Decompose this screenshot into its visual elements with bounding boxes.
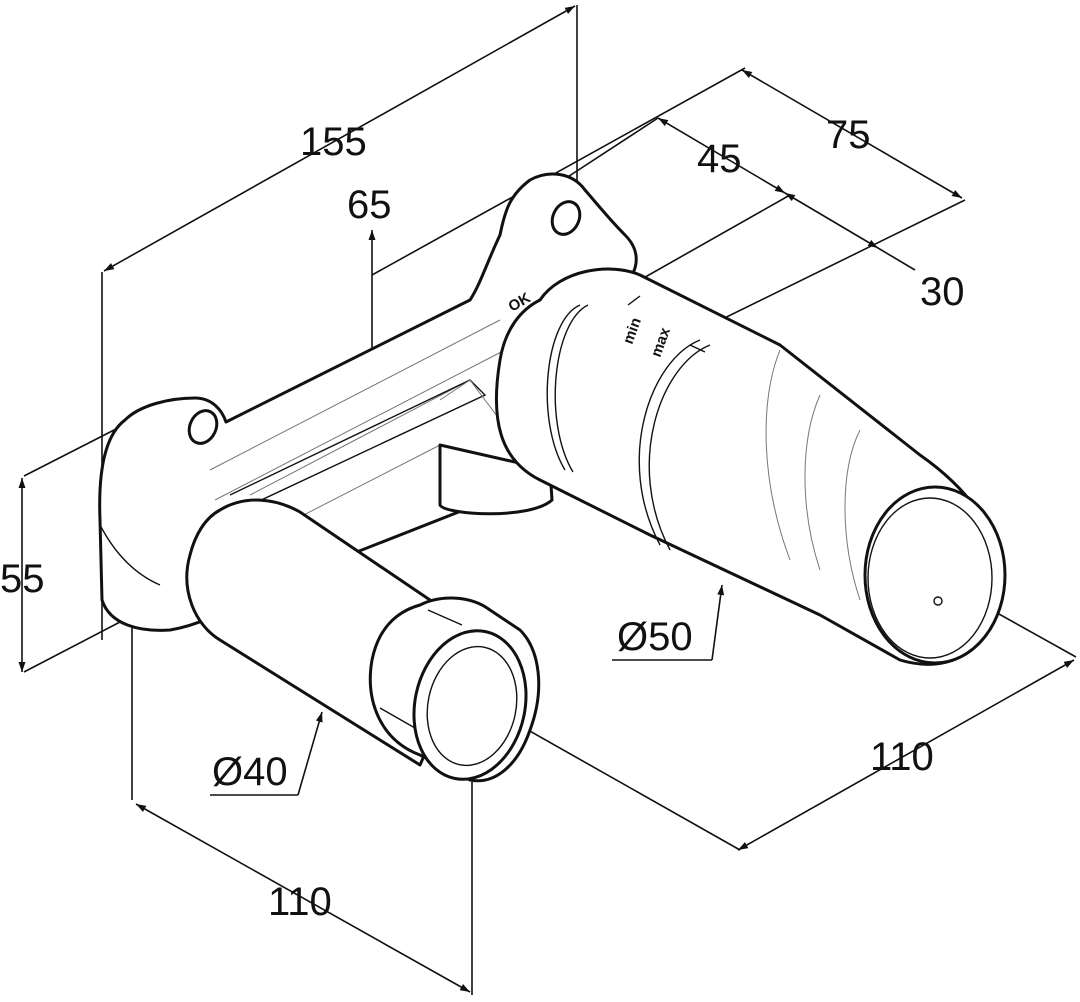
dim-overall-width: 155 — [300, 120, 367, 164]
dim-diameter-large: Ø50 — [617, 615, 693, 659]
dim-spacing-right: 110 — [870, 735, 934, 779]
dim-depth-total: 75 — [826, 113, 871, 157]
dim-plate-height: 55 — [0, 557, 45, 601]
dim-spacing-left: 110 — [268, 880, 332, 924]
dim-depth-rear: 30 — [920, 270, 965, 314]
large-tube: min max OK — [494, 267, 1007, 666]
small-tube — [185, 498, 541, 783]
dim-diameter-small: Ø40 — [212, 750, 288, 794]
dim-depth-front: 45 — [697, 137, 742, 181]
dim-mount-height: 65 — [347, 183, 392, 227]
